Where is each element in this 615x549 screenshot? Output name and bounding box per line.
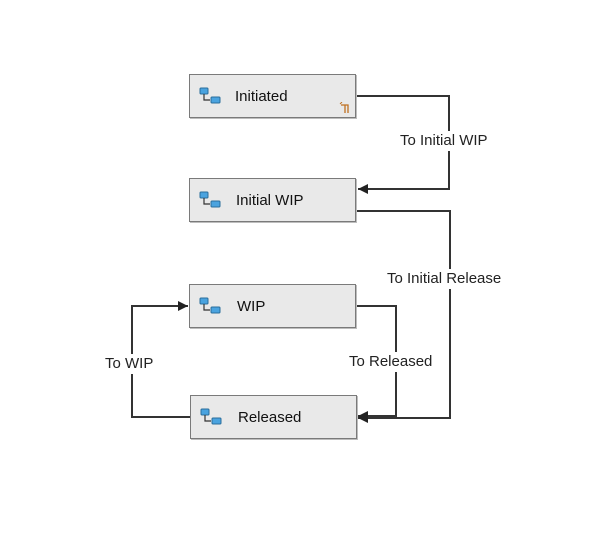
- state-icon: [200, 408, 222, 425]
- transition-label-to-initial-release[interactable]: To Initial Release: [385, 269, 504, 289]
- state-released[interactable]: Released: [190, 395, 357, 439]
- state-wip[interactable]: WIP: [189, 284, 356, 328]
- state-label: WIP: [237, 297, 266, 315]
- edge-to-initial-release[interactable]: [356, 210, 451, 423]
- state-label: Released: [238, 408, 302, 426]
- state-initiated[interactable]: Initiated: [189, 74, 356, 118]
- state-label: Initial WIP: [236, 191, 304, 209]
- transition-label-to-released[interactable]: To Released: [347, 352, 435, 372]
- state-icon: [199, 87, 221, 104]
- state-icon: [199, 191, 221, 208]
- transition-label-to-initial-wip[interactable]: To Initial WIP: [398, 131, 490, 151]
- state-label: Initiated: [235, 87, 288, 105]
- state-initial-wip[interactable]: Initial WIP: [189, 178, 356, 222]
- start-marker-icon: [339, 102, 349, 113]
- state-icon: [199, 297, 221, 314]
- transition-label-to-wip[interactable]: To WIP: [103, 354, 156, 374]
